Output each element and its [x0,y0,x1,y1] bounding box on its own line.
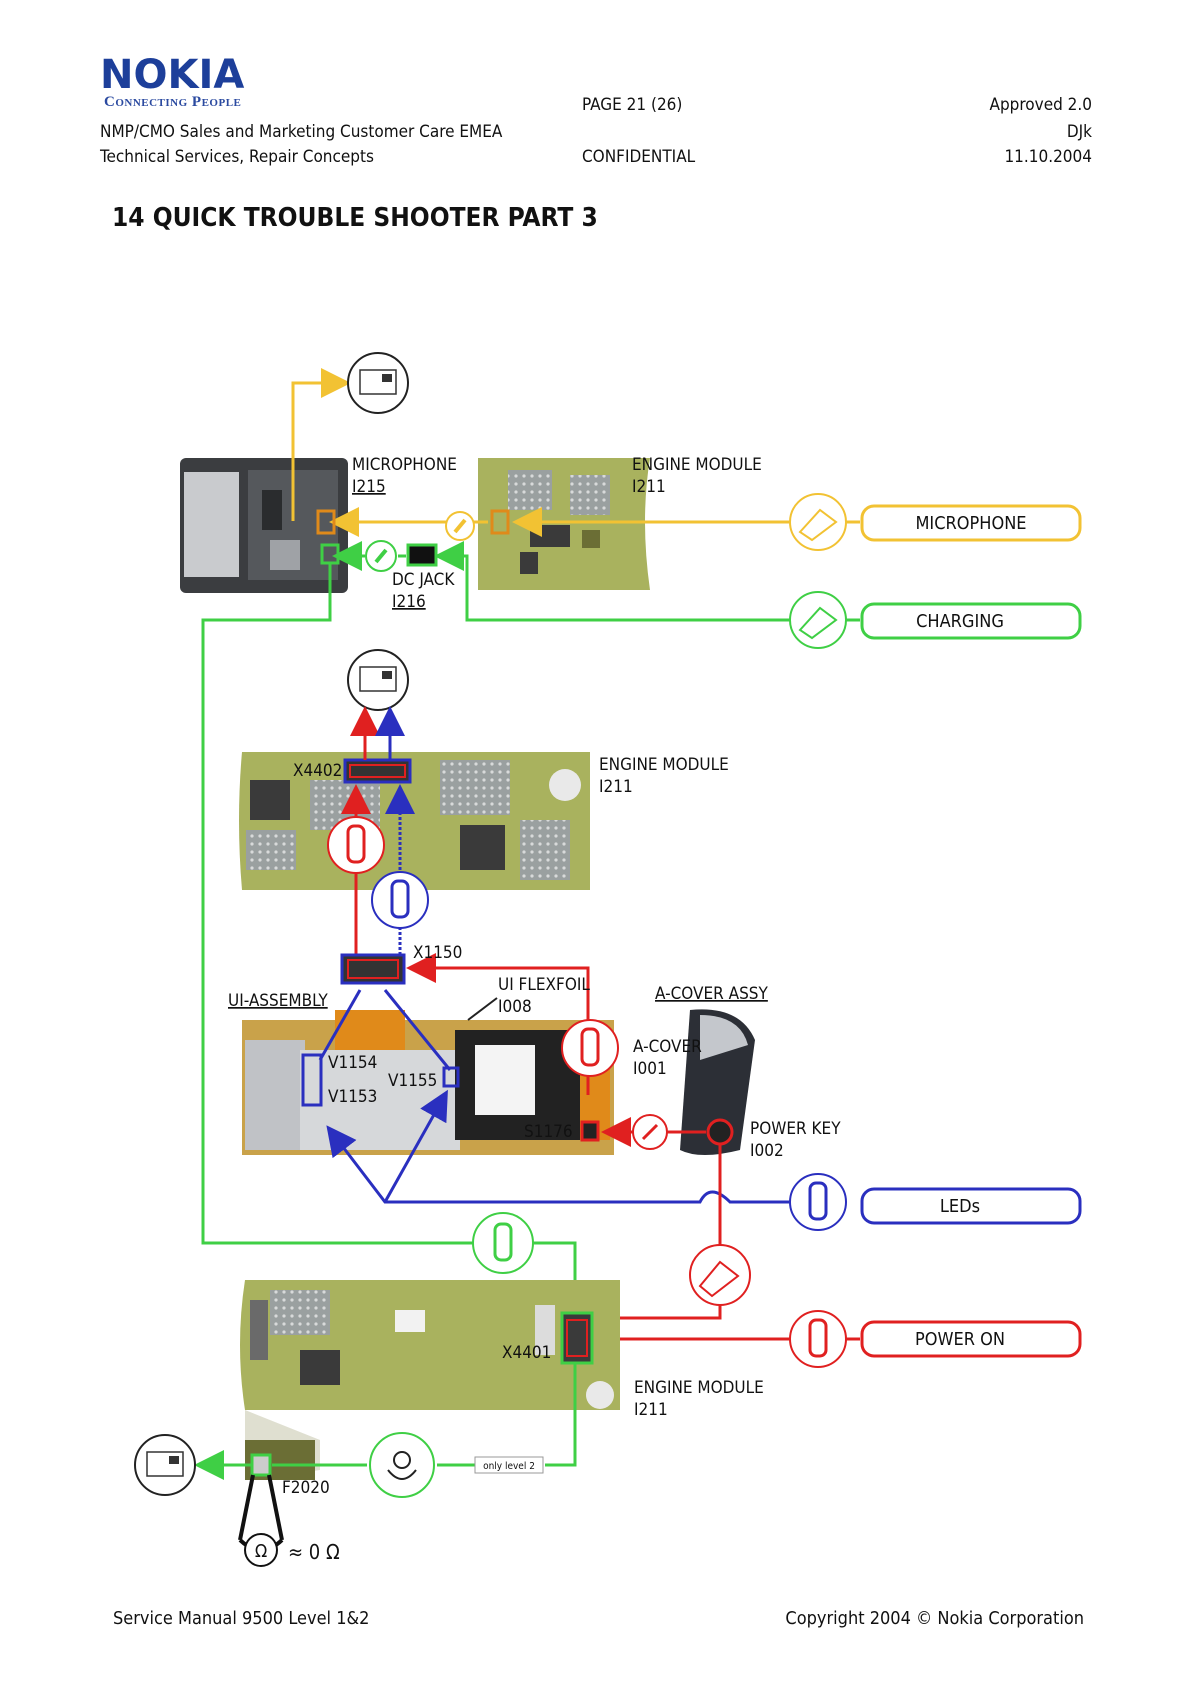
green-probe-bottom [472,1212,534,1274]
phone-body-image [180,458,348,593]
s1176-marker [580,1120,600,1142]
nokia-tagline: Connecting People [104,94,242,110]
level2-tool-icon [369,1432,435,1498]
department-line-2: Technical Services, Repair Concepts [100,147,374,167]
label-a-cover-assy: A-COVER ASSY [655,984,769,1004]
footer-manual: Service Manual 9500 Level 1&2 [113,1608,370,1629]
label-engine-module-bottom: ENGINE MODULE [634,1378,764,1398]
label-i211-top: I211 [632,477,666,497]
ohmmeter-icon [244,1533,278,1567]
engine-module-image-middle [239,752,590,890]
microphone-button-box [860,504,1082,542]
charging-button-label[interactable]: CHARGING [916,611,1004,632]
red-probe-middle [327,816,385,874]
label-v1155: V1155 [388,1071,437,1091]
author-initials: DJk [1066,122,1092,142]
charging-path [434,541,860,622]
a-cover-image [680,1009,755,1155]
v1155-led-marker [442,1066,460,1088]
label-i211-middle: I211 [599,777,633,797]
label-microphone: MICROPHONE [352,455,457,475]
power-on-button-box [860,1320,1082,1358]
leds-button-box [860,1187,1082,1225]
engine-module-image-bottom [240,1280,620,1410]
charging-button-box [860,602,1082,640]
v1154-led-marker [301,1053,323,1107]
power-probe-mid [689,1244,751,1306]
power-on-button-label[interactable]: POWER ON [915,1329,1005,1350]
label-ui-flexfoil: UI FLEXFOIL [498,975,590,995]
label-i215: I215 [352,477,386,497]
page-title: 14 QUICK TROUBLE SHOOTER PART 3 [112,203,598,233]
red-probe-ui [561,1019,619,1077]
microphone-probe-icon [789,493,847,551]
label-power-key: POWER KEY [750,1119,841,1139]
label-a-cover: A-COVER [633,1037,702,1057]
label-dc-jack: DC JACK [392,570,455,590]
approval-status: Approved 2.0 [989,95,1093,115]
engine-i211-marker [490,509,510,535]
blue-probe-middle [371,871,429,929]
level-icon-middle [347,649,409,711]
label-i001: I001 [633,1059,667,1079]
level-icon-bottom [134,1434,196,1496]
confidential-label: CONFIDENTIAL [582,147,696,167]
label-i211-bottom: I211 [634,1400,668,1420]
charging-probe-icon [789,591,847,649]
label-x4401: X4401 [502,1343,551,1363]
microphone-button-label[interactable]: MICROPHONE [915,513,1026,534]
dc-jack-marker [406,543,438,567]
footer-copyright: Copyright 2004 © Nokia Corporation [785,1608,1084,1629]
microphone-i215-marker [316,509,336,535]
level-icon-top [347,352,409,414]
leds-button-label[interactable]: LEDs [940,1196,980,1217]
power-on-probe-icon [789,1310,847,1368]
engine-module-image-top [478,458,650,590]
power-key-marker [706,1118,734,1146]
nokia-logo: NOKIA [100,52,245,98]
label-x1150: X1150 [413,943,462,963]
label-ohm-value: ≈ 0 Ω [288,1540,340,1564]
f2020-marker [250,1453,272,1477]
label-i216: I216 [392,592,426,612]
label-v1154: V1154 [328,1053,377,1073]
label-v1153: V1153 [328,1087,377,1107]
document-date: 11.10.2004 [1004,147,1092,167]
only-level2-box [474,1456,544,1474]
leds-probe-icon [789,1173,847,1231]
x4402-connector [343,758,412,784]
label-x4402: X4402 [293,761,342,781]
ohm-symbol: Ω [255,1541,267,1562]
label-engine-module-top: ENGINE MODULE [632,455,762,475]
label-engine-module-middle: ENGINE MODULE [599,755,729,775]
label-s1176: S1176 [524,1122,573,1142]
label-i002: I002 [750,1141,784,1161]
label-i008: I008 [498,997,532,1017]
label-ui-assembly: UI-ASSEMBLY [228,991,328,1011]
label-only-level2: only level 2 [483,1461,535,1472]
department-line-1: NMP/CMO Sales and Marketing Customer Car… [100,122,503,142]
label-f2020: F2020 [282,1478,330,1498]
page-number: PAGE 21 (26) [582,95,683,115]
